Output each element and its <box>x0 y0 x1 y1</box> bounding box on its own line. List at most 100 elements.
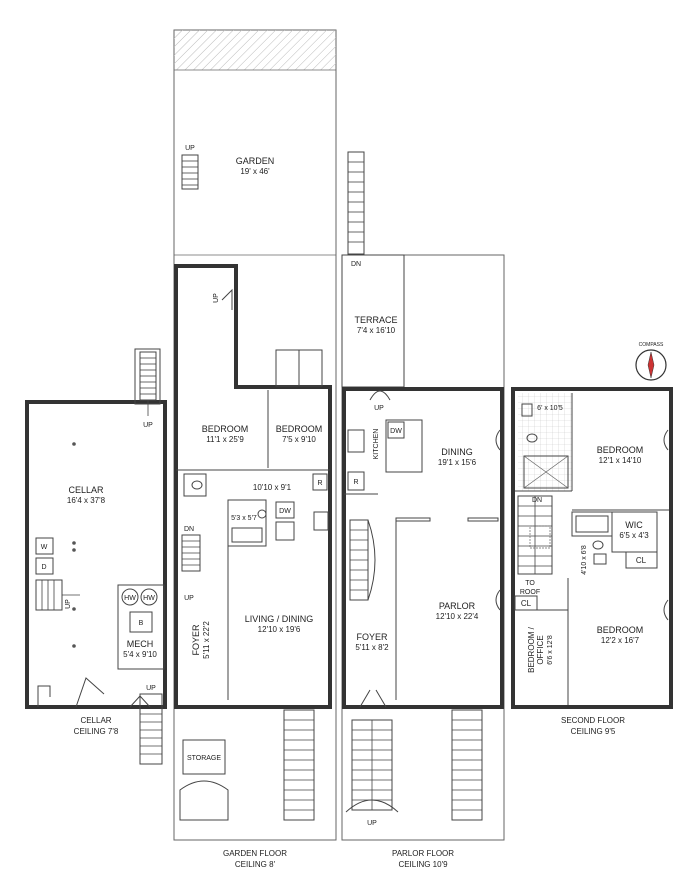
garden-yard-stair <box>181 154 199 190</box>
garden-bath-size: 5'3 x 5'7 <box>231 515 257 522</box>
water-heater <box>121 588 139 606</box>
cellar-stair-top <box>139 351 157 416</box>
washer-label: W <box>41 544 48 551</box>
garden-name: GARDEN <box>236 156 275 166</box>
water-heater <box>140 588 158 606</box>
garden-main-stair <box>181 534 201 572</box>
parlor-name: PARLOR <box>439 601 476 611</box>
second-bath-tile <box>518 393 572 491</box>
garden-stove <box>313 511 329 531</box>
garden-foyer-name: FOYER <box>191 624 201 656</box>
garden-storage <box>182 739 226 775</box>
garden-bedroom1-name: BEDROOM <box>202 424 249 434</box>
shower <box>523 455 569 489</box>
garden-interior-up: UP <box>213 293 220 303</box>
hw-label-1: HW <box>124 595 136 602</box>
second-bath2-size: 4'10 x 6'8 <box>581 545 588 575</box>
terrace-size: 7'4 x 16'10 <box>357 326 396 335</box>
boiler <box>129 611 153 633</box>
second-stair <box>517 495 553 575</box>
second-cl2: CL <box>521 599 532 608</box>
parlor-floor-walls <box>342 387 504 709</box>
second-closet <box>625 551 658 569</box>
parlor-stoop-up: UP <box>367 820 377 827</box>
parlor-dishwasher <box>387 421 405 439</box>
second-cl1: CL <box>636 556 647 565</box>
garden-hall-size: 10'10 x 9'1 <box>253 483 292 492</box>
parlor-entry-doors <box>359 689 387 708</box>
office-name-1: BEDROOM / <box>527 626 536 673</box>
cellar-up-mid: UP <box>65 599 72 609</box>
second-floor-walls <box>511 387 673 709</box>
parlor-stoop <box>351 719 393 811</box>
parlor-lot-line <box>341 254 505 841</box>
second-bedroom1-name: BEDROOM <box>597 445 644 455</box>
mech-name: MECH <box>127 639 154 649</box>
garden-floor-walls <box>174 264 332 709</box>
cellar-column <box>72 541 76 545</box>
parlor-stove <box>347 429 365 453</box>
to-roof-2: ROOF <box>520 589 540 596</box>
garden-toilet-area <box>183 473 207 497</box>
second-bedroom2-size: 12'2 x 16'7 <box>601 636 640 645</box>
parlor-floor-plan: DN TERRACE 7'4 x 16'10 UP KITCHEN DW R D… <box>341 151 505 869</box>
garden-yard-up: UP <box>185 145 195 152</box>
cellar-up-top: UP <box>143 422 153 429</box>
toilet <box>191 480 203 490</box>
cellar-column <box>72 442 76 446</box>
garden-bedroom2-size: 7'5 x 9'10 <box>282 435 316 444</box>
to-roof-1: TO <box>525 580 535 587</box>
pocket-door <box>467 517 499 522</box>
cellar-plan: UP CELLAR 16'4 x 37'8 W D UP HW HW B MEC… <box>25 348 167 765</box>
garden-dw-label: DW <box>279 508 291 515</box>
cellar-door <box>75 677 105 708</box>
cellar-column <box>72 607 76 611</box>
office-name-2: OFFICE <box>536 635 545 664</box>
pocket-door <box>395 517 431 522</box>
garden-dn: DN <box>184 526 194 533</box>
garden-stoop-stair <box>283 709 315 821</box>
terrace-stair <box>347 151 365 255</box>
garden-bedroom1-size: 11'1 x 25'9 <box>206 435 244 444</box>
living-name: LIVING / DINING <box>245 614 314 624</box>
compass-label: COMPASS <box>639 342 664 348</box>
garden-r-label: R <box>317 480 322 487</box>
garden-up: UP <box>184 595 194 602</box>
washer <box>35 537 54 555</box>
terrace-name: TERRACE <box>354 315 397 325</box>
terrace-dn: DN <box>351 261 361 268</box>
garden-dishwasher <box>275 501 295 519</box>
dining-name: DINING <box>441 447 473 457</box>
garden-fence-hatch <box>174 30 336 70</box>
parlor-floor-name: PARLOR FLOOR <box>392 849 454 858</box>
second-floor-plan: 6' x 10'5 BEDROOM 12'1 x 14'10 WIC 6'5 x… <box>511 387 673 736</box>
mech-room <box>117 584 165 670</box>
garden-sink <box>275 521 295 541</box>
cellar-room-size: 16'4 x 37'8 <box>67 496 106 505</box>
dryer <box>35 557 54 575</box>
garden-foyer-size: 5'11 x 22'2 <box>202 621 211 659</box>
cellar-stair-mid <box>35 579 80 611</box>
parlor-areaway-stair <box>451 709 483 821</box>
parlor-size: 12'10 x 22'4 <box>436 612 479 621</box>
cellar-up-bottom: UP <box>146 685 156 692</box>
cellar-room-name: CELLAR <box>68 485 104 495</box>
garden-floor-plan: UP GARDEN 19' x 46' UP BEDROOM 11'1 x 25… <box>173 29 337 869</box>
dining-size: 19'1 x 15'6 <box>438 458 477 467</box>
office-size: 6'6 x 12'8 <box>547 635 554 665</box>
garden-bedroom2-name: BEDROOM <box>276 424 323 434</box>
boiler-label: B <box>139 620 144 627</box>
garden-entry-arc <box>179 780 229 821</box>
second-bedroom1-size: 12'1 x 14'10 <box>599 456 642 465</box>
bathtub <box>231 527 263 543</box>
dryer-label: D <box>41 564 46 571</box>
parlor-main-stair <box>349 519 369 601</box>
cellar-floor-name: CELLAR <box>80 716 111 725</box>
compass: COMPASS <box>635 342 667 381</box>
parlor-rear-up: UP <box>374 405 384 412</box>
kitchen-island <box>385 419 423 473</box>
parlor-ceiling: CEILING 10'9 <box>398 860 448 869</box>
toilet <box>592 540 604 550</box>
garden-storage-label: STORAGE <box>187 755 221 762</box>
